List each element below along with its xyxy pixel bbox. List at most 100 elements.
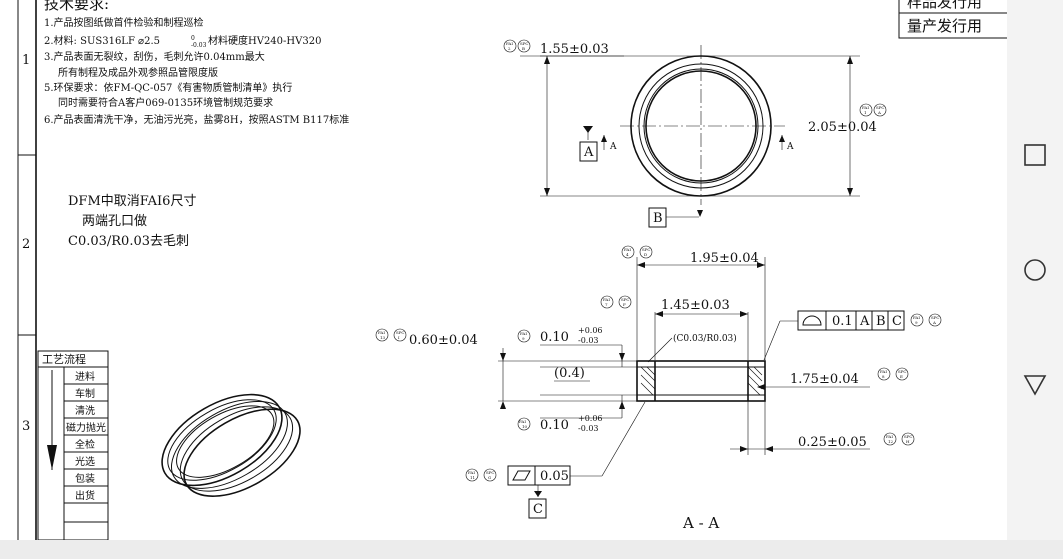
svg-text:D: D (644, 252, 647, 257)
dim-1-95: 1.95±0.04 (690, 251, 759, 266)
profile-datum: B (876, 314, 886, 329)
svg-text:A: A (932, 320, 936, 325)
svg-text:SPC: SPC (396, 330, 405, 335)
svg-text:E: E (900, 374, 903, 379)
profile-icon (802, 315, 822, 326)
process-step: 进料 (75, 370, 95, 383)
process-step: 光选 (75, 455, 95, 468)
svg-text:12: 12 (888, 439, 894, 444)
datum-c: C (533, 502, 543, 517)
tol-upper: +0.06 (578, 414, 603, 423)
process-step: 清洗 (75, 404, 95, 417)
engineering-drawing: 1 2 3 样品发行用 量产发行用 技术要求: 1.产品按图纸做首件检验和制程巡… (17, 0, 1007, 540)
svg-text:SPC: SPC (486, 470, 495, 475)
svg-text:13: 13 (380, 335, 386, 340)
datum-a: A (583, 145, 594, 160)
dim-0-25: 0.25±0.05 (798, 435, 867, 450)
svg-text:FAI: FAI (624, 247, 631, 252)
svg-text:7: 7 (605, 302, 608, 307)
svg-text:SPC: SPC (621, 297, 630, 302)
drawing-viewer[interactable]: 1 2 3 样品发行用 量产发行用 技术要求: 1.产品按图纸做首件检验和制程巡… (0, 0, 1007, 540)
svg-text:FAI: FAI (519, 419, 526, 424)
tech-req-line: 材料硬度HV240-HV320 (208, 34, 321, 47)
title-block-row1: 样品发行用 (907, 0, 982, 11)
dim-height: 2.05±0.04 (808, 120, 877, 135)
process-arrow-head (47, 445, 57, 470)
svg-text:FAI: FAI (913, 315, 920, 320)
tech-req-line: 5.环保要求：依FM-QC-057《有害物质管制清单》执行 (44, 81, 292, 94)
dfm-note-line: 两端孔口做 (82, 214, 147, 229)
svg-text:FAI: FAI (506, 41, 513, 46)
svg-text:SPC: SPC (904, 434, 913, 439)
hatching-left (640, 366, 656, 396)
square-recents-icon[interactable] (1023, 143, 1047, 167)
dim-0-10-bottom: 0.10 (540, 418, 569, 433)
svg-text:SPC: SPC (931, 315, 940, 320)
process-step: 全检 (75, 438, 95, 451)
profile-tol: 0.1 (832, 314, 853, 329)
hatching-right (747, 366, 763, 396)
dfm-note-line: DFM中取消FAI6尺寸 (68, 194, 196, 209)
dim-0-60: 0.60±0.04 (409, 333, 478, 348)
svg-text:FAI: FAI (880, 369, 887, 374)
flatness-icon (512, 470, 531, 481)
zone-label-1: 1 (22, 53, 30, 68)
tol-lower: -0.03 (578, 424, 599, 433)
flatness-tol: 0.05 (540, 469, 569, 484)
dim-od: 1.55±0.03 (540, 42, 609, 57)
profile-frame: 0.1 A B C (763, 310, 905, 361)
triangle-back-icon[interactable] (1023, 373, 1047, 397)
tech-req-line: 1.产品按图纸做首件检验和制程巡检 (44, 16, 204, 29)
zone-label-2: 2 (22, 237, 30, 252)
tech-req-line: 2.材料: SUS316LF ⌀2.5 (44, 34, 160, 47)
dfm-note: DFM中取消FAI6尺寸 两端孔口做 C0.03/R0.03去毛刺 (68, 194, 196, 249)
chamfer-note: (C0.03/R0.03) (673, 333, 737, 344)
svg-text:FAI: FAI (378, 330, 385, 335)
tech-req-title: 技术要求: (44, 0, 109, 13)
tech-req-line: 同时需要符合A客户069-0135环境管制规范要求 (58, 96, 273, 109)
svg-text:FAI: FAI (886, 434, 893, 439)
zone-label-3: 3 (22, 419, 30, 434)
flatness-frame: 0.05 C (507, 401, 646, 519)
tech-req-line: 3.产品表面无裂纹，刮伤，毛刺允许0.04mm最大 (44, 50, 265, 63)
profile-datum: C (892, 314, 902, 329)
svg-text:FAI: FAI (468, 470, 475, 475)
dfm-note-line: C0.03/R0.03去毛刺 (68, 234, 189, 249)
isometric-ring-view (161, 393, 301, 497)
circle-home-icon[interactable] (1023, 258, 1047, 282)
section-label: A - A (682, 514, 719, 532)
process-step: 包装 (75, 472, 95, 485)
technical-requirements: 技术要求: 1.产品按图纸做首件检验和制程巡检 2.材料: SUS316LF ⌀… (44, 0, 349, 126)
svg-text:FAI: FAI (862, 105, 869, 110)
svg-text:F: F (623, 302, 626, 307)
profile-datum: A (859, 314, 870, 329)
dim-0-10-top: 0.10 (540, 330, 569, 345)
svg-text:2: 2 (508, 46, 511, 51)
dim-1-75: 1.75±0.04 (790, 372, 859, 387)
tol-lower: -0.03 (578, 336, 599, 345)
title-block-row2: 量产发行用 (907, 17, 982, 35)
svg-text:1: 1 (864, 110, 867, 115)
process-step: 出货 (75, 489, 95, 502)
svg-text:SPC: SPC (876, 105, 885, 110)
bottom-bar (0, 540, 1063, 559)
process-step: 磁力抛光 (66, 421, 106, 434)
dim-1-45: 1.45±0.03 (661, 298, 730, 313)
svg-text:I: I (398, 335, 400, 340)
svg-text:FAI: FAI (520, 331, 527, 336)
tech-req-line: 所有制程及成品外观参照品管限度版 (58, 66, 218, 79)
tol-upper: +0.06 (578, 326, 603, 335)
process-title: 工艺流程 (42, 352, 86, 366)
